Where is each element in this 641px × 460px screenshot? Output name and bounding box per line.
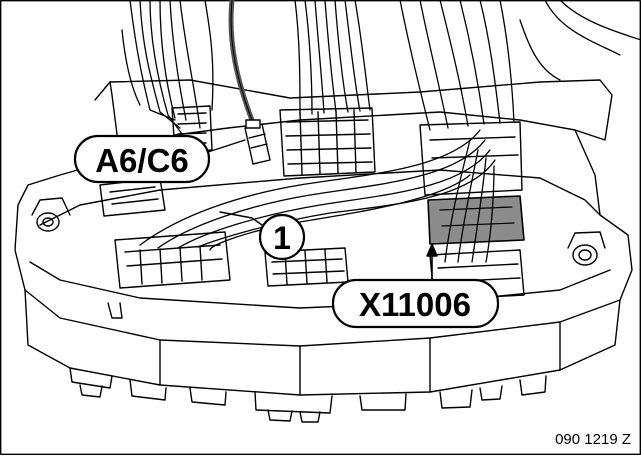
callout-a6c6: A6/C6 — [73, 134, 211, 184]
leader-lines — [207, 139, 438, 289]
mounting-holes — [31, 197, 606, 266]
bottom-connectors — [69, 367, 547, 423]
wire-harness — [121, 0, 641, 263]
control-unit-housing — [14, 79, 633, 396]
lead-a6c6-wire — [228, 0, 258, 131]
figure-id: 090 1219 Z — [555, 431, 631, 448]
callout-x11006-label: X11006 — [359, 286, 471, 323]
callout-item-1: 1 — [258, 213, 306, 261]
callout-item-1-label: 1 — [273, 220, 291, 256]
callout-x11006: X11006 — [331, 278, 500, 329]
connector-a6c6-plug — [244, 119, 271, 165]
callout-a6c6-label: A6/C6 — [95, 142, 189, 179]
